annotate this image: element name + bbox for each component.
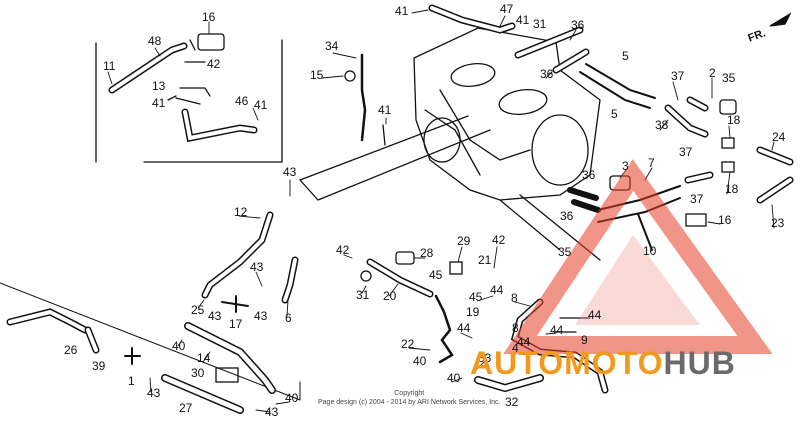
part-callout: 35 [722, 71, 736, 85]
part-callout: 40 [447, 371, 461, 385]
part-callout: 44 [490, 283, 504, 297]
watermark-text-primary: AUTOMOTO [470, 345, 664, 381]
part-callout: 40 [285, 391, 299, 405]
watermark-logo: AUTOMOTOHUB [470, 345, 736, 382]
part-callout: 36 [540, 67, 554, 81]
part-callout: 47 [500, 2, 514, 16]
part-callout: 44 [550, 323, 564, 337]
part-callout: 37 [679, 145, 693, 159]
part-callout: 41 [378, 103, 392, 117]
part-callout: 29 [457, 234, 471, 248]
part-callout: 28 [420, 246, 434, 260]
part-callout: 12 [234, 205, 248, 219]
part-callout: 20 [383, 289, 397, 303]
copyright-title: Copyright [394, 390, 425, 397]
part-callout: 35 [558, 245, 572, 259]
part-callout: 36 [560, 209, 574, 223]
part-callout: 5 [622, 49, 629, 63]
part-callout: 17 [229, 317, 243, 331]
part-callout: 8 [511, 291, 518, 305]
part-callout: 36 [571, 18, 585, 32]
part-callout: 31 [533, 17, 547, 31]
part-callout: 43 [147, 386, 161, 400]
part-callout: 45 [469, 290, 483, 304]
part-callout: 4 [512, 341, 519, 355]
part-callout: 2 [709, 66, 716, 80]
part-callout: 5 [611, 107, 618, 121]
part-callout: 18 [727, 113, 741, 127]
part-callout: 6 [285, 311, 292, 325]
part-callout: 7 [648, 156, 655, 170]
part-callout: 42 [207, 57, 221, 71]
part-callout: 40 [413, 354, 427, 368]
part-callout: 9 [581, 333, 588, 347]
watermark-text-secondary: HUB [663, 345, 736, 381]
part-callout: 16 [718, 213, 732, 227]
part-callout: 40 [172, 339, 186, 353]
part-callout: 45 [429, 268, 443, 282]
part-callout: 23 [771, 216, 785, 230]
part-callout: 26 [64, 343, 78, 357]
part-callout: 16 [202, 10, 216, 24]
part-callout: 41 [152, 96, 166, 110]
part-callout: 43 [208, 309, 222, 323]
part-callout: 31 [356, 288, 370, 302]
part-callout: 15 [310, 68, 324, 82]
watermark-triangle [503, 159, 773, 354]
part-callout: 44 [517, 335, 531, 349]
part-callout: 33 [478, 351, 492, 365]
part-callout: 10 [643, 244, 657, 258]
part-callout: 43 [250, 260, 264, 274]
part-callout: 39 [92, 359, 106, 373]
part-callout: 43 [254, 309, 268, 323]
part-callout: 43 [265, 405, 279, 419]
part-callout: 37 [690, 192, 704, 206]
part-callout: 19 [466, 305, 480, 319]
part-callout: 11 [103, 59, 116, 73]
part-callout: 27 [179, 401, 193, 415]
part-callout: 38 [655, 118, 669, 132]
part-callout: 41 [254, 98, 268, 112]
part-callout: 44 [588, 308, 602, 322]
copyright-text: Page design (c) 2004 - 2014 by ARI Netwo… [318, 399, 501, 406]
part-callout: 37 [671, 69, 685, 83]
part-callout: 25 [191, 303, 205, 317]
part-callout: 43 [283, 165, 297, 179]
part-callout: 41 [395, 4, 409, 18]
part-callout: 21 [478, 253, 492, 267]
part-callout: 42 [336, 243, 350, 257]
copyright-notice: Copyright Page design (c) 2004 - 2014 by… [318, 389, 500, 407]
part-callout: 24 [772, 130, 786, 144]
part-callout: 34 [325, 39, 339, 53]
part-callout: 18 [725, 182, 739, 196]
part-callout: 32 [505, 395, 519, 409]
part-callout: 13 [152, 79, 166, 93]
part-callout: 22 [401, 337, 415, 351]
part-callout: 14 [197, 351, 211, 365]
part-callout: 8 [512, 321, 519, 335]
part-callout: 3 [622, 159, 629, 173]
part-callout: 36 [582, 168, 596, 182]
part-callout: 1 [128, 374, 135, 388]
part-callout: 42 [492, 233, 506, 247]
part-callout: 44 [457, 321, 471, 335]
part-callout: 30 [191, 366, 205, 380]
part-callout: 41 [516, 13, 530, 27]
part-callout: 48 [148, 34, 162, 48]
part-callout: 46 [235, 94, 249, 108]
